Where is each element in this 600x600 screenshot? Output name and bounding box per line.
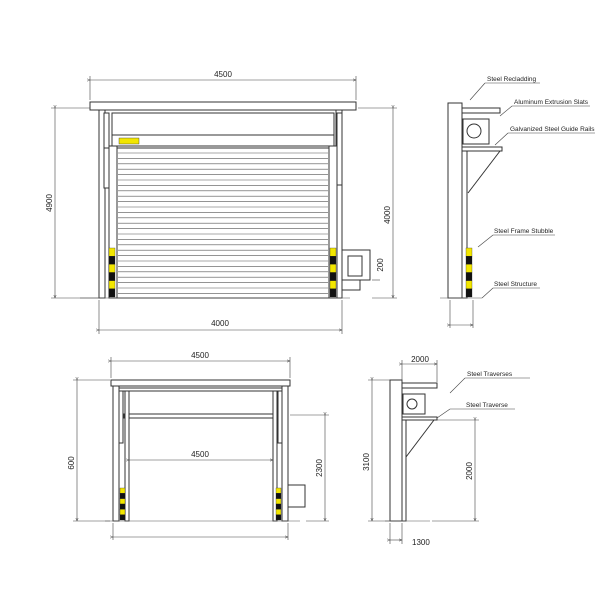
side-diagonal-brace: [467, 150, 501, 194]
dim-base-width: 1300: [412, 538, 430, 547]
hazard-stripe: [108, 247, 116, 257]
hazard-stripe: [119, 514, 126, 521]
side-view-bottom: 2000 3100 2000 1300 Steel Traverses Stee…: [362, 355, 530, 547]
callout-steel-recladding: Steel Recladding: [469, 76, 540, 101]
hazard-stripe: [275, 509, 282, 515]
roof-cladding: [89, 101, 357, 111]
hazard-stripe: [108, 288, 116, 298]
hazard-stripe: [275, 498, 282, 505]
side-lower-traverse: [401, 416, 438, 421]
svg-text:Steel Frame Stubble: Steel Frame Stubble: [494, 228, 554, 235]
hazard-stripes-right: [275, 487, 282, 521]
dim-width-top: 4500: [191, 351, 209, 360]
hazard-stripe: [119, 503, 126, 510]
hazard-stripe: [119, 487, 126, 494]
dim-width-top: 4500: [214, 70, 232, 79]
callout-guide-rails: Galvanized Steel Guide Rails: [494, 126, 595, 146]
hazard-stripes-left: [119, 487, 126, 521]
frame-traverse: [123, 413, 278, 419]
hazard-stripe: [108, 256, 116, 265]
frame-roof: [110, 379, 291, 387]
hazard-stripe: [329, 280, 337, 289]
shutter-slats: [118, 152, 328, 294]
frame-left-bracket: [118, 390, 124, 444]
hazard-stripe: [119, 498, 126, 505]
side-diagonal-brace: [405, 419, 435, 458]
hazard-stripe: [329, 264, 337, 273]
dim-motor: 200: [376, 258, 385, 272]
callout-steel-traverse: Steel Traverse: [436, 402, 515, 419]
frame-left-post: [112, 385, 120, 522]
hazard-stripes-left: [108, 247, 116, 298]
hazard-stripe: [329, 272, 337, 281]
callout-steel-structure: Steel Structure: [481, 281, 540, 299]
hazard-stripes-right: [329, 247, 337, 298]
hazard-stripe: [465, 288, 473, 298]
side-rail: [401, 419, 407, 522]
front-view-top: 4500 4900 4000 200 4000: [45, 70, 397, 334]
left-bracket: [103, 112, 110, 154]
hazard-stripe: [108, 264, 116, 273]
hazard-stripe: [119, 493, 126, 499]
side-post: [447, 102, 463, 299]
svg-text:Steel Traverses: Steel Traverses: [467, 371, 513, 378]
hazard-stripes-side: [465, 247, 473, 298]
frame-right-post: [281, 385, 289, 522]
dim-width-bottom: 4000: [211, 319, 229, 328]
hazard-stripe: [465, 272, 473, 281]
svg-text:Steel Structure: Steel Structure: [494, 281, 537, 288]
dim-height-right: 2300: [315, 459, 324, 477]
dim-height-right: 2000: [465, 462, 474, 480]
warning-label-tag: [118, 137, 140, 145]
hazard-stripe: [465, 247, 473, 257]
control-box: [341, 279, 361, 291]
hazard-stripe: [108, 272, 116, 281]
header-beam: [111, 134, 335, 147]
callout-frame-stubble: Steel Frame Stubble: [477, 228, 555, 248]
side-roof: [461, 107, 501, 114]
motor-unit: [347, 255, 363, 277]
svg-text:Aluminum Extrusion Slats: Aluminum Extrusion Slats: [514, 99, 589, 106]
dim-height-left: 600: [67, 456, 76, 470]
hazard-stripe: [329, 247, 337, 257]
front-view-bottom: 4500 4500 600 2300: [67, 351, 329, 540]
hazard-stripe: [119, 509, 126, 515]
left-bracket-lower: [103, 147, 110, 189]
drum-circle: [406, 398, 418, 410]
svg-text:Galvanized Steel Guide Rails: Galvanized Steel Guide Rails: [510, 126, 595, 133]
hazard-stripe: [465, 256, 473, 265]
side-bracket-arm: [461, 146, 503, 152]
callout-aluminum-slats: Aluminum Extrusion Slats: [499, 99, 590, 117]
drum-circle: [466, 123, 482, 139]
hazard-stripe: [329, 256, 337, 265]
hazard-stripe: [108, 280, 116, 289]
dim-height-left: 3100: [362, 453, 371, 471]
hazard-stripe: [329, 288, 337, 298]
hood-box: [111, 112, 335, 136]
callout-steel-traverses: Steel Traverses: [449, 371, 530, 394]
dim-height-right: 4000: [383, 206, 392, 224]
side-post-bottom: [389, 379, 403, 522]
frame-top-beam: [118, 387, 283, 392]
dim-height-left: 4900: [45, 194, 54, 212]
hazard-stripe: [275, 487, 282, 494]
hazard-stripe: [465, 280, 473, 289]
right-bracket: [336, 112, 343, 186]
hazard-stripe: [275, 493, 282, 499]
frame-left-rail: [124, 390, 130, 522]
dim-width-top: 2000: [411, 355, 429, 364]
side-view-top: Steel Recladding Aluminum Extrusion Slat…: [440, 76, 595, 328]
frame-motor: [287, 484, 306, 508]
dim-width-inner: 4500: [191, 450, 209, 459]
hazard-stripe: [275, 503, 282, 510]
frame-right-bracket: [277, 390, 283, 444]
side-top-traverse: [401, 382, 438, 389]
svg-text:Steel Recladding: Steel Recladding: [487, 76, 537, 83]
svg-text:Steel Traverse: Steel Traverse: [466, 402, 508, 409]
hazard-stripe: [465, 264, 473, 273]
hazard-stripe: [275, 514, 282, 521]
